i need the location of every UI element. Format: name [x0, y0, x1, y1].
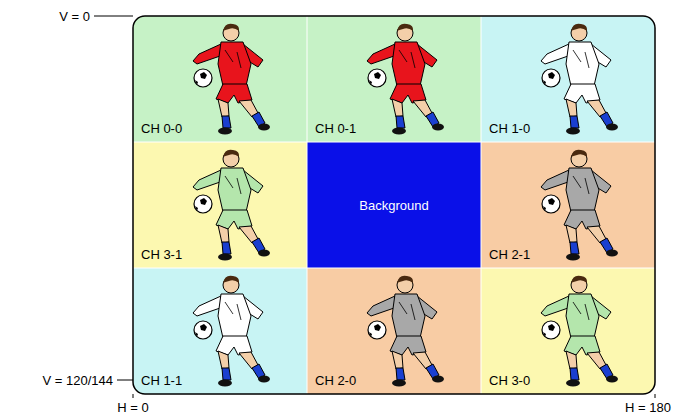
- player-figure: [541, 150, 618, 261]
- tick-line: [133, 394, 134, 398]
- divider-line: [133, 142, 655, 143]
- player-figure: [541, 24, 618, 135]
- leader-line: [117, 380, 133, 381]
- channel-cell: CH 2-1: [481, 142, 655, 268]
- player-figure: [193, 150, 270, 261]
- coordinate-label: H = 180: [625, 400, 671, 415]
- channel-label: CH 3-0: [489, 373, 530, 388]
- channel-label: Background: [359, 198, 428, 213]
- cell-dividers: [133, 16, 655, 394]
- background-cell: Background: [307, 142, 481, 268]
- channel-cell: CH 3-1: [133, 142, 307, 268]
- channel-label: CH 0-0: [141, 121, 182, 136]
- player-figure: [193, 24, 270, 135]
- channel-cell: CH 3-0: [481, 268, 655, 394]
- player-figure: [193, 276, 270, 387]
- channel-cell: CH 1-0: [481, 16, 655, 142]
- channel-label: CH 0-1: [315, 121, 356, 136]
- channel-label: CH 2-1: [489, 247, 530, 262]
- channel-label: CH 1-0: [489, 121, 530, 136]
- channel-cell: CH 0-0: [133, 16, 307, 142]
- channel-cell: CH 2-0: [307, 268, 481, 394]
- channel-label: CH 3-1: [141, 247, 182, 262]
- tick-line: [655, 394, 656, 398]
- channel-cell: CH 1-1: [133, 268, 307, 394]
- channel-label: CH 1-1: [141, 373, 182, 388]
- channel-label: CH 2-0: [315, 373, 356, 388]
- divider-line: [481, 16, 482, 394]
- channel-cell: CH 0-1: [307, 16, 481, 142]
- coordinate-label: V = 120/144: [43, 373, 113, 388]
- screen-frame: [133, 16, 655, 394]
- player-figure: [367, 24, 444, 135]
- leader-line: [94, 16, 133, 17]
- coordinate-label: V = 0: [59, 9, 90, 24]
- player-figure: [367, 276, 444, 387]
- divider-line: [133, 268, 655, 269]
- coordinate-label: H = 0: [117, 400, 148, 415]
- divider-line: [307, 16, 308, 394]
- player-figure: [541, 276, 618, 387]
